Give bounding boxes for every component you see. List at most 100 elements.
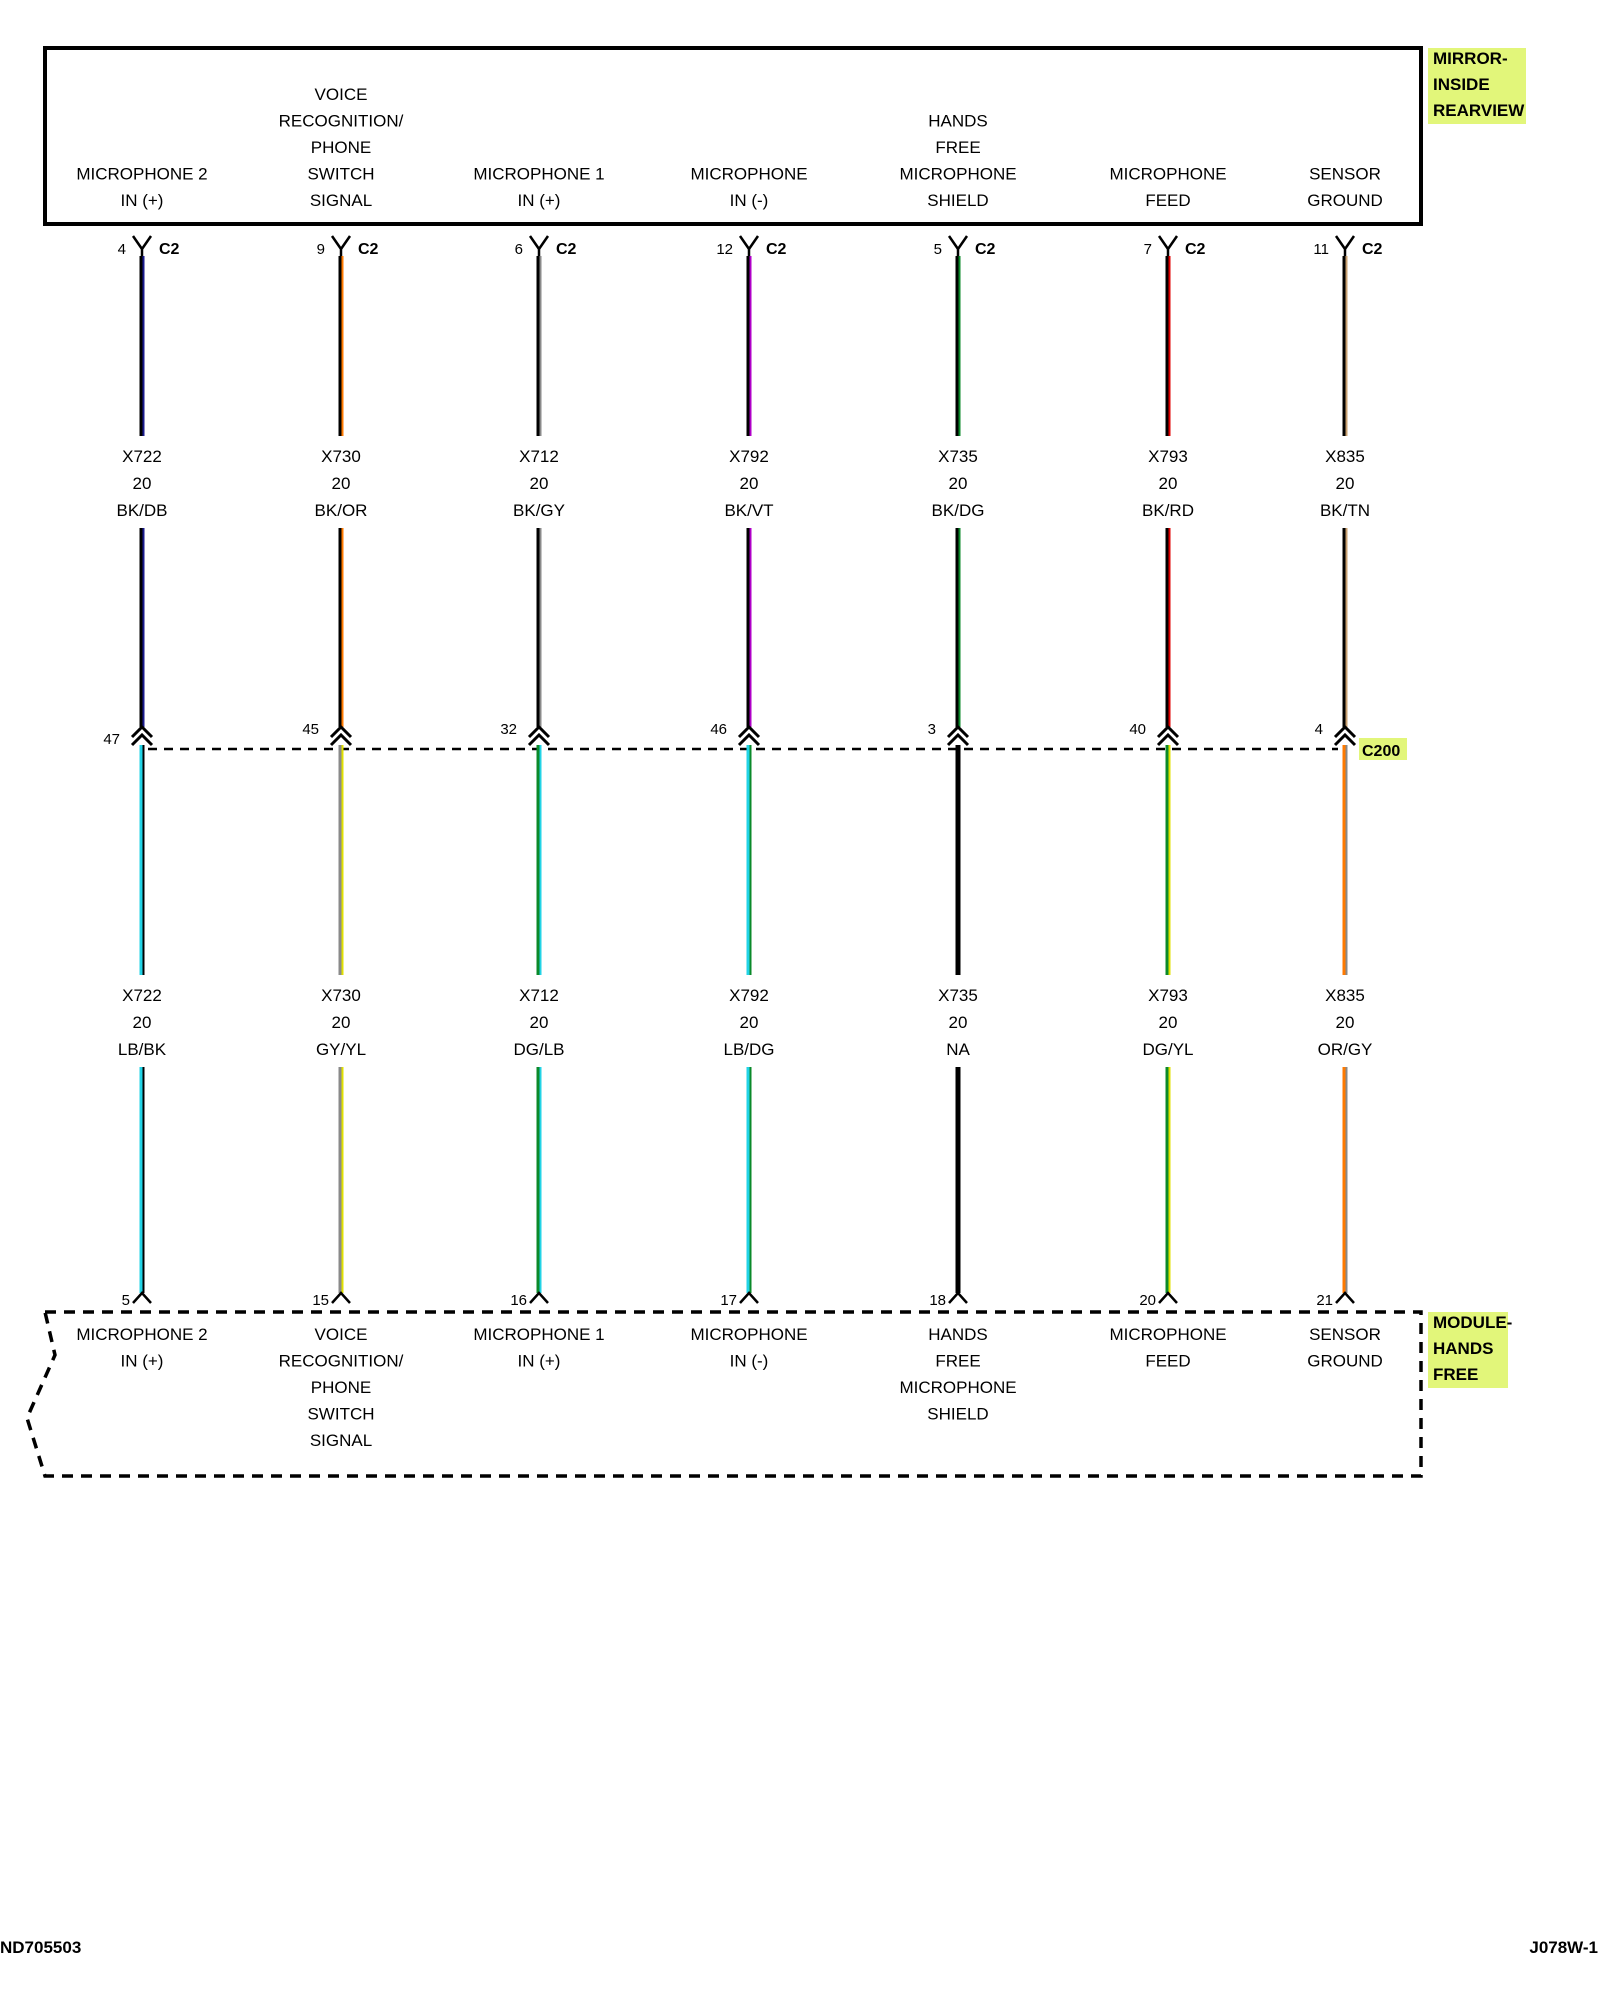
bottom-pin-function-label: IN (+) [518, 1352, 561, 1371]
top-pin-number: 12 [716, 241, 733, 258]
bottom-pin-function-label: MICROPHONE 1 [473, 1325, 604, 1344]
wire-circuit-id: X712 [519, 447, 559, 466]
wire-gauge: 20 [949, 1013, 968, 1032]
wire-gauge: 20 [740, 1013, 759, 1032]
inline-connector-pin-icon [737, 724, 761, 747]
bottom-pin-function-label: PHONE [311, 1378, 371, 1397]
bottom-pin-number: 15 [312, 1292, 329, 1309]
bottom-pin-number: 21 [1316, 1292, 1333, 1309]
top-pin-number: 9 [317, 241, 325, 258]
connector-pin-icon [528, 235, 550, 256]
bottom-pin-function-label: RECOGNITION/ [279, 1352, 404, 1371]
bottom-pin-function-label: FREE [935, 1352, 980, 1371]
footer-right-code: J078W-1 [1529, 1938, 1598, 1957]
wire-gauge: 20 [133, 1013, 152, 1032]
inline-connector-label: C200 [1362, 743, 1400, 760]
wire-color-code: BK/OR [315, 501, 368, 520]
top-pin-function-label: RECOGNITION/ [279, 112, 404, 131]
wire-color-code: GY/YL [316, 1040, 366, 1059]
wire-circuit-id: X722 [122, 447, 162, 466]
wire-gauge: 20 [740, 474, 759, 493]
component-label-highlight [1428, 1312, 1508, 1388]
wire-circuit-id: X793 [1148, 986, 1188, 1005]
footer-left-code: ND705503 [0, 1938, 81, 1957]
top-pin-function-label: MICROPHONE [1109, 165, 1226, 184]
top-pin-number: 4 [118, 241, 126, 258]
connector-pin-icon [738, 235, 760, 256]
bottom-pin-number: 17 [720, 1292, 737, 1309]
wire-color-code: LB/DG [723, 1040, 774, 1059]
top-connector-id: C2 [766, 241, 787, 258]
bottom-pin-number: 18 [929, 1292, 946, 1309]
connector-pin-icon [948, 1291, 968, 1304]
top-pin-function-label: MICROPHONE 2 [76, 165, 207, 184]
wire-circuit-id: X722 [122, 986, 162, 1005]
module-hands-free-box [25, 1310, 1423, 1478]
top-connector-id: C2 [358, 241, 379, 258]
wire-color-code: DG/LB [513, 1040, 564, 1059]
wire-gauge: 20 [1159, 1013, 1178, 1032]
top-pin-number: 5 [934, 241, 942, 258]
top-pin-function-label: FREE [935, 138, 980, 157]
wire-circuit-id: X735 [938, 447, 978, 466]
wire-circuit-id: X730 [321, 447, 361, 466]
wire-color-code: BK/TN [1320, 501, 1370, 520]
top-pin-function-label: MICROPHONE [899, 165, 1016, 184]
bottom-pin-function-label: MICROPHONE [690, 1325, 807, 1344]
wire-gauge: 20 [530, 474, 549, 493]
wire-color-code: BK/VT [724, 501, 773, 520]
inline-connector-pin-icon [527, 724, 551, 747]
component-label-line: FREE [1433, 1365, 1478, 1384]
bottom-pin-number: 5 [122, 1292, 130, 1309]
connector-pin-icon [739, 1291, 759, 1304]
bottom-pin-function-label: GROUND [1307, 1352, 1383, 1371]
top-pin-function-label: PHONE [311, 138, 371, 157]
top-pin-function-label: SENSOR [1309, 165, 1381, 184]
top-pin-function-label: MICROPHONE 1 [473, 165, 604, 184]
top-connector-id: C2 [556, 241, 577, 258]
bottom-pin-function-label: SWITCH [307, 1405, 374, 1424]
inline-connector-pin-icon [946, 724, 970, 747]
connector-pin-icon [330, 235, 352, 256]
bottom-pin-function-label: SENSOR [1309, 1325, 1381, 1344]
top-pin-function-label: FEED [1145, 191, 1190, 210]
bottom-pin-function-label: MICROPHONE [899, 1378, 1016, 1397]
top-connector-id: C2 [1185, 241, 1206, 258]
wire-gauge: 20 [949, 474, 968, 493]
component-label-line: MODULE- [1433, 1313, 1512, 1332]
top-pin-function-label: VOICE [315, 85, 368, 104]
top-pin-function-label: HANDS [928, 112, 988, 131]
wire-circuit-id: X792 [729, 986, 769, 1005]
wire-gauge: 20 [332, 1013, 351, 1032]
top-pin-function-label: GROUND [1307, 191, 1383, 210]
connector-pin-icon [1157, 235, 1179, 256]
wire-circuit-id: X835 [1325, 447, 1365, 466]
wire-gauge: 20 [1159, 474, 1178, 493]
wire-circuit-id: X735 [938, 986, 978, 1005]
connector-pin-icon [1158, 1291, 1178, 1304]
bottom-pin-function-label: SIGNAL [310, 1431, 372, 1450]
wire-color-code: NA [946, 1040, 970, 1059]
wire-gauge: 20 [1336, 1013, 1355, 1032]
inline-connector-pin-icon [1333, 724, 1357, 747]
mirror-inside-rearview-box [43, 46, 1423, 226]
connector-pin-icon [132, 1291, 152, 1304]
top-pin-function-label: SWITCH [307, 165, 374, 184]
inline-connector-pin-icon [329, 724, 353, 747]
wire-color-code: BK/RD [1142, 501, 1194, 520]
component-label-line: MIRROR- [1433, 49, 1508, 68]
connector-pin-icon [131, 235, 153, 256]
wire-circuit-id: X712 [519, 986, 559, 1005]
bottom-pin-function-label: IN (+) [121, 1352, 164, 1371]
inline-pin-number: 46 [710, 721, 727, 738]
top-pin-number: 7 [1144, 241, 1152, 258]
bottom-pin-function-label: MICROPHONE [1109, 1325, 1226, 1344]
wire-gauge: 20 [133, 474, 152, 493]
wire-gauge: 20 [332, 474, 351, 493]
wire-color-code: OR/GY [1318, 1040, 1373, 1059]
bottom-pin-number: 16 [510, 1292, 527, 1309]
top-pin-function-label: IN (+) [121, 191, 164, 210]
inline-pin-number: 47 [103, 731, 120, 748]
wire-color-code: BK/DB [116, 501, 167, 520]
